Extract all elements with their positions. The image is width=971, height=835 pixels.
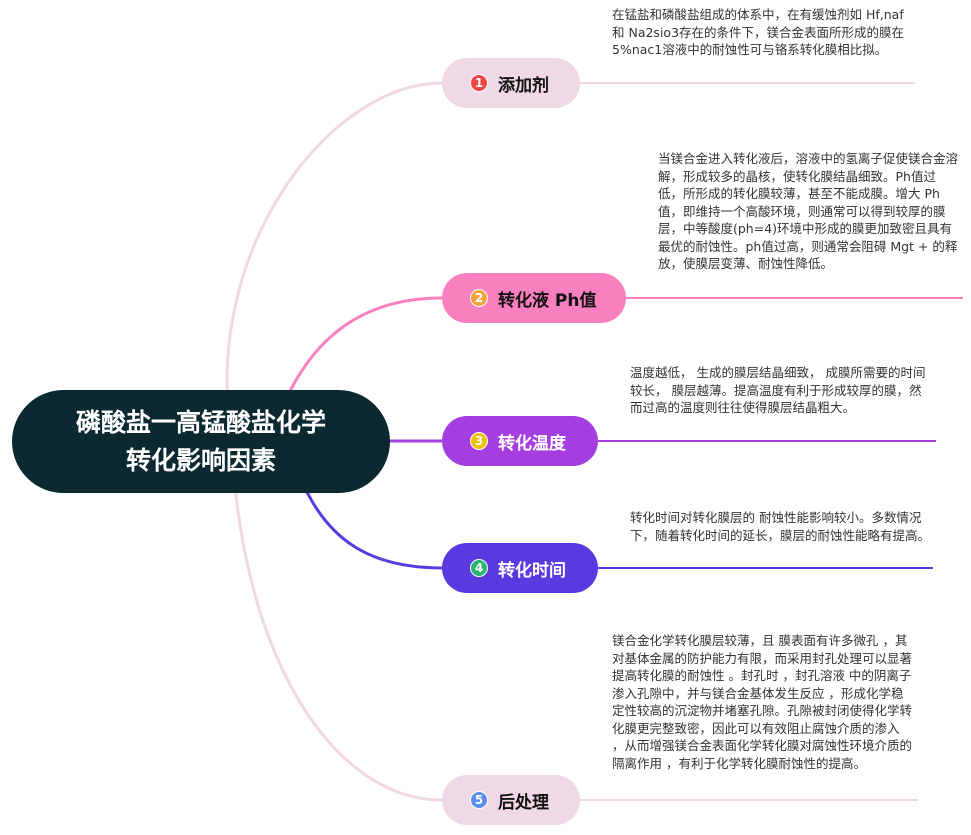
note-ph: 当镁合金进入转化液后，溶液中的氢离子促使镁合金溶解，形成较多的晶核，使转化膜结晶… (658, 151, 959, 271)
branch-time[interactable]: 4 转化时间 (442, 543, 598, 593)
link-1 (225, 81, 443, 442)
branch-label: 转化液 Ph值 (498, 290, 597, 311)
number-badge-icon: 1 (470, 74, 488, 92)
branch-ph[interactable]: 2 转化液 Ph值 (442, 273, 626, 323)
note-temperature: 温度越低， 生成的膜层结晶细致， 成膜所需要的时间较长， 膜层越薄。提高温度有利… (630, 365, 926, 415)
number-badge-icon: 2 (470, 289, 488, 307)
root-title-line2: 转化影响因素 (125, 445, 276, 475)
note-time: 转化时间对转化膜层的 耐蚀性能影响较小。多数情况下，随着转化时间的延长，膜层的耐… (630, 510, 931, 543)
root-title-line1: 磷酸盐一高锰酸盐化学 (75, 407, 326, 437)
number-badge-icon: 5 (470, 791, 488, 809)
number-badge-icon: 3 (470, 432, 488, 450)
branch-additive[interactable]: 1 添加剂 (442, 58, 580, 108)
branch-temperature[interactable]: 3 转化温度 (442, 416, 598, 466)
branch-post-treatment[interactable]: 5 后处理 (442, 775, 580, 825)
branch-label: 转化温度 (498, 433, 566, 454)
link-4 (303, 487, 443, 570)
note-additive: 在锰盐和磷酸盐组成的体系中，在有缓蚀剂如 Hf,naf和 Na2sio3存在的条… (612, 7, 905, 57)
branch-label: 转化时间 (498, 560, 566, 581)
note-post-treatment: 镁合金化学转化膜层较薄，且 膜表面有许多微孔 ，其对基体金属的防护能力有限，而采… (612, 633, 913, 771)
link-5 (230, 440, 443, 802)
branch-label: 后处理 (498, 792, 549, 813)
branch-label: 添加剂 (498, 75, 549, 96)
number-badge-icon: 4 (470, 559, 488, 577)
link-2 (286, 296, 443, 396)
root-topic[interactable]: 磷酸盐一高锰酸盐化学 转化影响因素 (12, 390, 390, 493)
